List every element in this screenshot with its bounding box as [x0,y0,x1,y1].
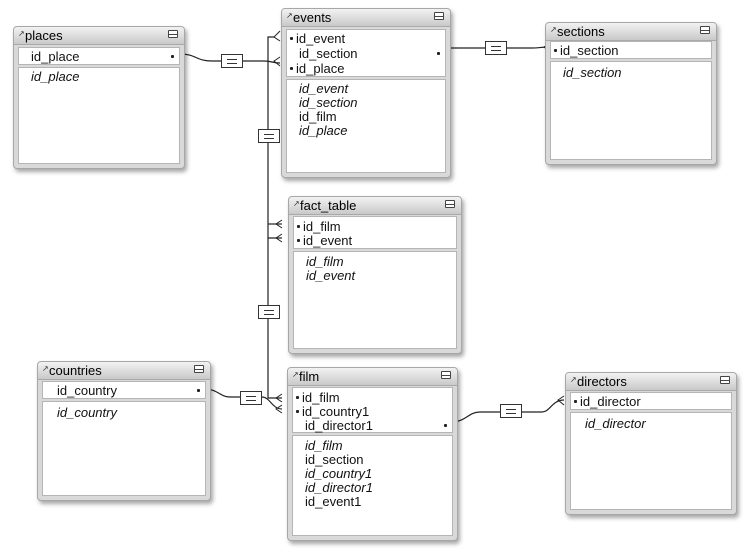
indexes-panel: id_place [18,67,180,164]
index-row[interactable]: id_director [585,416,646,431]
table-title: directors [577,374,627,389]
key-dot-icon [297,225,300,228]
table-film[interactable]: ↗ film id_film id_country1 id_director1 … [287,367,458,541]
indexes-panel: id_country [42,401,206,496]
key-dot-icon [574,400,577,403]
table-header[interactable]: ↗ places [14,27,184,45]
table-events[interactable]: ↗ events id_event id_section id_place id… [281,8,451,178]
table-header[interactable]: ↗ countries [38,362,210,380]
index-row[interactable]: id_event1 [305,494,362,509]
index-row[interactable]: id_place [299,123,348,138]
fields-panel: id_country [42,381,206,399]
index-row[interactable]: id_section [563,65,622,80]
index-row[interactable]: id_film [299,109,337,124]
key-dot-icon [296,396,299,399]
relationship-places-events-icon[interactable] [221,54,243,68]
table-title: fact_table [300,198,357,213]
index-row[interactable]: id_section [305,452,364,467]
collapse-icon[interactable] [434,12,444,20]
table-header[interactable]: ↗ film [288,368,457,386]
table-countries[interactable]: ↗ countries id_country id_country [37,361,211,501]
index-row[interactable]: id_country1 [305,466,373,481]
table-header[interactable]: ↗ fact_table [289,197,461,215]
index-row[interactable]: id_place [31,69,80,84]
key-dot-icon [296,410,299,413]
key-dot-icon [437,52,440,55]
index-row[interactable]: id_director1 [305,480,373,495]
relationship-fact-film-icon[interactable] [258,305,280,319]
field-row[interactable]: id_section [299,46,358,61]
field-row[interactable]: id_event [296,31,346,46]
field-row[interactable]: id_event [303,233,353,248]
fields-panel: id_section [550,41,712,59]
index-row[interactable]: id_event [306,268,356,283]
key-dot-icon [197,389,200,392]
expand-arrow-icon: ↗ [570,375,577,384]
table-title: events [293,10,332,25]
link-fact-film [267,238,282,399]
collapse-icon[interactable] [720,376,730,384]
fields-panel: id_place [18,47,180,65]
index-row[interactable]: id_country [57,405,117,420]
table-title: countries [49,363,102,378]
expand-arrow-icon: ↗ [42,364,49,373]
key-dot-icon [290,67,293,70]
table-header[interactable]: ↗ sections [546,23,716,41]
key-dot-icon [297,239,300,242]
table-title: places [25,28,63,43]
key-dot-icon [444,424,447,427]
indexes-panel: id_director [570,412,732,510]
index-row[interactable]: id_event [299,81,349,96]
index-row[interactable]: id_film [306,254,344,269]
collapse-icon[interactable] [194,365,204,373]
index-row[interactable]: id_film [305,438,343,453]
fields-panel: id_director [570,392,732,410]
table-title: film [299,369,320,384]
field-row[interactable]: id_film [303,219,341,234]
expand-arrow-icon: ↗ [286,11,293,20]
key-dot-icon [290,37,293,40]
relationship-countries-film-icon[interactable] [240,391,262,405]
fields-panel: id_film id_event [293,216,457,249]
field-row[interactable]: id_film [302,390,340,405]
table-places[interactable]: ↗ places id_place id_place [13,26,185,169]
field-row[interactable]: id_section [560,43,619,58]
field-row[interactable]: id_place [31,49,80,64]
field-row[interactable]: id_country [57,383,117,398]
indexes-panel: id_section [550,61,712,160]
collapse-icon[interactable] [168,30,178,38]
key-dot-icon [554,49,557,52]
field-row[interactable]: id_director [580,394,641,409]
fields-panel: id_film id_country1 id_director1 [292,387,453,433]
relationship-events-fact-icon[interactable] [258,129,280,143]
indexes-panel: id_film id_section id_country1 id_direct… [292,435,453,536]
key-dot-icon [171,55,174,58]
table-title: sections [557,24,605,39]
field-row[interactable]: id_director1 [305,418,373,433]
index-row[interactable]: id_section [299,95,358,110]
field-row[interactable]: id_place [296,61,345,76]
table-fact_table[interactable]: ↗ fact_table id_film id_event id_film id… [288,196,462,354]
expand-arrow-icon: ↗ [18,29,25,38]
indexes-panel: id_film id_event [293,251,457,349]
fields-panel: id_event id_section id_place [286,29,446,77]
expand-arrow-icon: ↗ [293,199,300,208]
indexes-panel: id_event id_section id_film id_place [286,79,446,173]
expand-arrow-icon: ↗ [550,25,557,34]
table-header[interactable]: ↗ events [282,9,450,27]
table-directors[interactable]: ↗ directors id_director id_director [565,372,737,515]
table-header[interactable]: ↗ directors [566,373,736,391]
relationship-events-sections-icon[interactable] [485,41,507,55]
expand-arrow-icon: ↗ [292,370,299,379]
field-row[interactable]: id_country1 [302,404,370,419]
relationship-film-directors-icon[interactable] [500,404,522,418]
table-sections[interactable]: ↗ sections id_section id_section [545,22,717,165]
collapse-icon[interactable] [445,200,455,208]
collapse-icon[interactable] [700,26,710,34]
collapse-icon[interactable] [441,371,451,379]
